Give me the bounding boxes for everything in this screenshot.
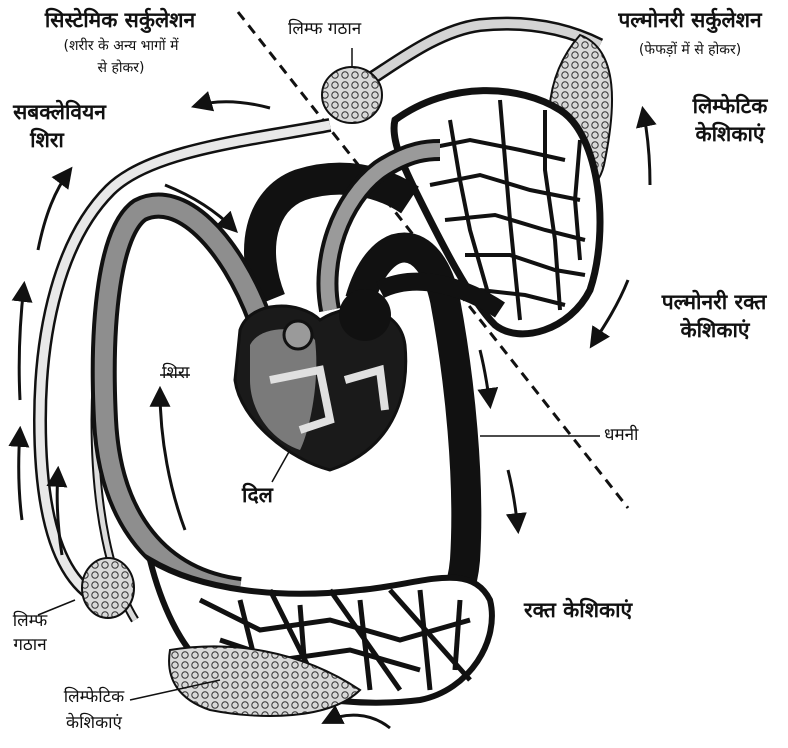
- systemic-circulation-title: सिस्टेमिक सर्कुलेशन: [5, 8, 235, 32]
- lymph-node-bottom-shape: [82, 558, 134, 618]
- pulmonary-circulation-subtitle: (फेफड़ों में से होकर): [598, 42, 782, 58]
- lymphatic-capillaries-bottom-label-2: केशिकाएं: [46, 714, 142, 734]
- lymphatic-capillaries-right-label-2: केशिकाएं: [676, 122, 784, 146]
- lymphatic-capillaries-bottom-label-1: लिम्फेटिक: [44, 688, 144, 708]
- pulmonary-blood-capillaries-label-2: केशिकाएं: [656, 318, 774, 342]
- pulmonary-blood-capillaries-label-1: पल्मोनरी रक्त: [640, 290, 788, 314]
- heart: [235, 289, 406, 470]
- lymph-node-top-shape: [322, 67, 382, 123]
- systemic-circulation-subtitle-1: (शरीर के अन्य भागों में: [10, 38, 232, 54]
- lymph-node-bottom-label-2: गठान: [0, 636, 60, 656]
- lymph-node-top-label: लिम्फ गठान: [288, 20, 361, 40]
- vein-label: शिरा: [162, 364, 189, 384]
- lymph-node-bottom-label-1: लिम्फ: [0, 612, 60, 632]
- pulmonary-circulation-title: पल्मोनरी सर्कुलेशन: [595, 8, 785, 32]
- artery-label: धमनी: [604, 426, 638, 446]
- subclavian-vein-label-1: सबक्लेवियन: [2, 100, 117, 124]
- heart-label: दिल: [242, 483, 273, 507]
- blood-capillaries-label: रक्त केशिकाएं: [524, 598, 632, 622]
- systemic-circulation-subtitle-2: से होकर): [10, 60, 232, 76]
- pulmonary-capillary-bed: [394, 91, 600, 334]
- lymphatic-capillaries-right-label-1: लिम्फेटिक: [672, 94, 788, 118]
- subclavian-vein-label-2: शिरा: [2, 128, 92, 152]
